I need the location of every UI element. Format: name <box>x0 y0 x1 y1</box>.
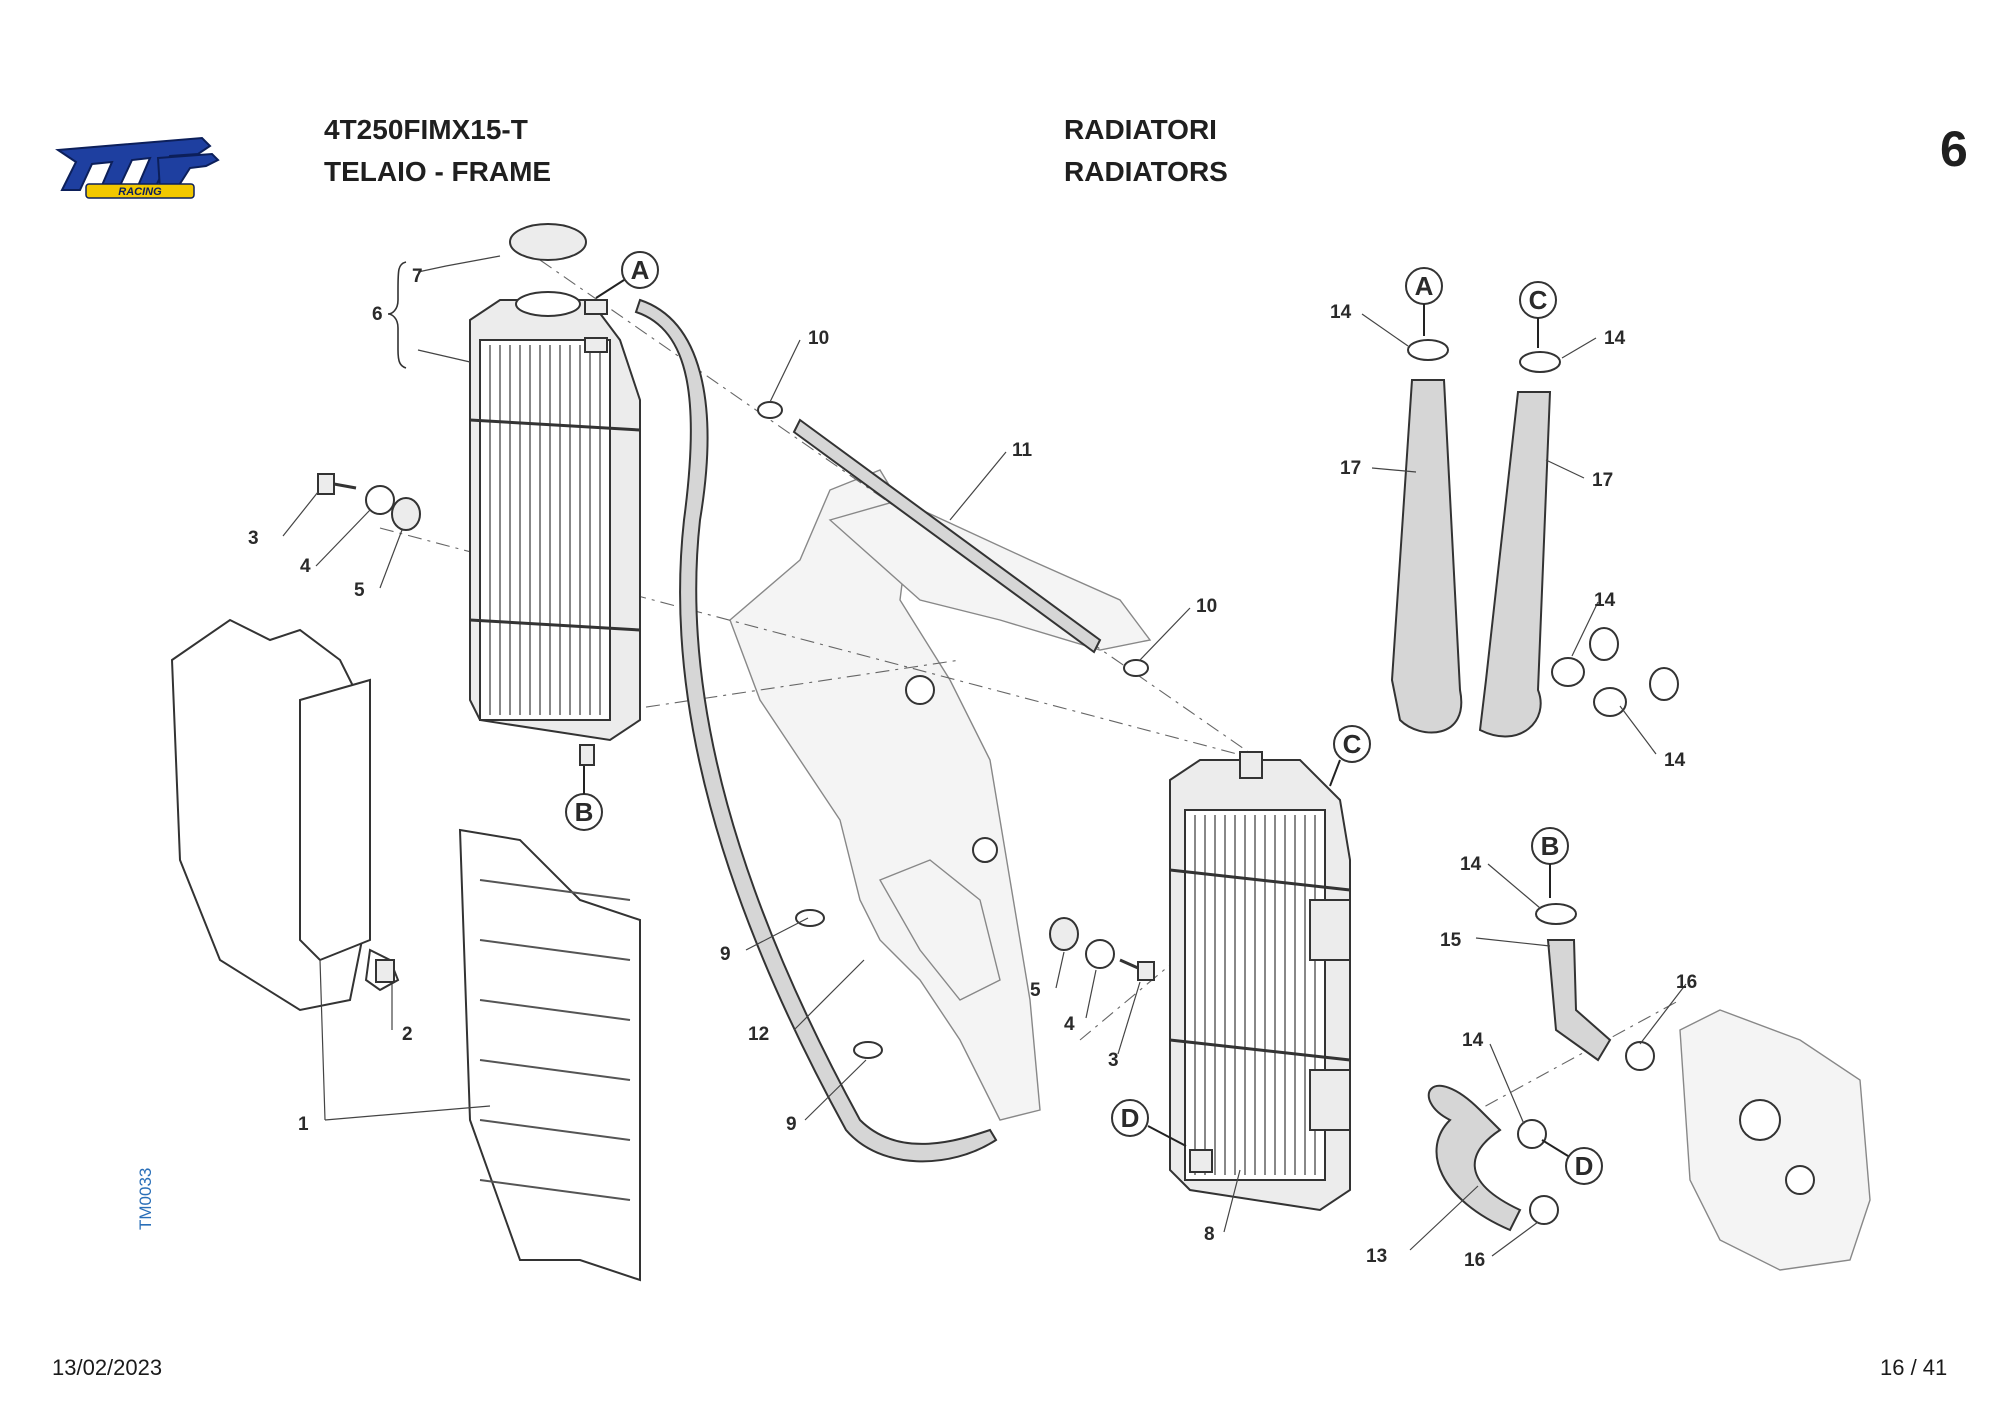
section-title: TELAIO - FRAME <box>324 156 552 187</box>
connector-A-left: A <box>595 251 659 299</box>
callout-14-a: 14 <box>1330 302 1352 323</box>
svg-text:D: D <box>1121 1103 1140 1133</box>
group-title-english: RADIATORS <box>1064 156 1228 187</box>
callout-17-left: 17 <box>1340 458 1361 479</box>
callout-14-b: 14 <box>1460 854 1482 875</box>
connector-B-left: B <box>565 766 603 831</box>
callout-14-upper: 14 <box>1594 590 1616 611</box>
model-code: 4T250FIMX15-T <box>324 114 528 145</box>
svg-text:C: C <box>1343 729 1362 759</box>
right-radiator <box>1169 751 1351 1212</box>
page-number: 6 <box>1940 121 1968 177</box>
radiator-shroud <box>170 618 641 1282</box>
callout-9-top: 9 <box>720 944 731 965</box>
connector-C-right: C <box>1329 725 1371 787</box>
fasteners <box>317 473 1679 983</box>
callout-1: 1 <box>298 1114 309 1135</box>
svg-text:RACING: RACING <box>118 186 162 198</box>
svg-text:A: A <box>1415 271 1434 301</box>
callout-3-right: 3 <box>1108 1050 1119 1071</box>
callout-11: 11 <box>1012 440 1033 461</box>
callout-labels: 7 6 1 2 3 4 5 9 12 9 10 11 10 5 4 3 8 14… <box>248 266 1697 1271</box>
svg-text:A: A <box>631 255 650 285</box>
callout-14-c: 14 <box>1604 328 1626 349</box>
tm-racing-logo: RACING <box>55 136 220 199</box>
callout-5-left: 5 <box>354 580 365 601</box>
connector-C-hose: C <box>1519 281 1557 348</box>
callout-8: 8 <box>1204 1224 1215 1245</box>
callout-4-left: 4 <box>300 556 311 577</box>
svg-text:D: D <box>1575 1151 1594 1181</box>
hose-clamps <box>757 339 1655 1225</box>
left-radiator <box>469 223 641 766</box>
callout-17-right: 17 <box>1592 470 1613 491</box>
svg-text:B: B <box>1541 831 1560 861</box>
callout-15: 15 <box>1440 930 1462 951</box>
footer-page-count: 16 / 41 <box>1880 1355 1948 1380</box>
connector-A-hose: A <box>1405 267 1443 336</box>
callout-12: 12 <box>748 1024 769 1045</box>
callout-5-right: 5 <box>1030 980 1041 1001</box>
callout-16-bottom: 16 <box>1464 1250 1485 1271</box>
callout-14-lower: 14 <box>1664 750 1686 771</box>
footer-date: 13/02/2023 <box>52 1355 163 1380</box>
svg-text:B: B <box>575 797 594 827</box>
callout-16-top: 16 <box>1676 972 1697 993</box>
callout-2: 2 <box>402 1024 413 1045</box>
callout-14-d: 14 <box>1462 1030 1484 1051</box>
svg-text:C: C <box>1529 285 1548 315</box>
connector-D-hose: D <box>1541 1139 1603 1185</box>
callout-10-top: 10 <box>808 328 829 349</box>
group-title-italian: RADIATORI <box>1064 114 1217 145</box>
callout-10-right: 10 <box>1196 596 1217 617</box>
callout-13: 13 <box>1366 1246 1387 1267</box>
connector-D-right: D <box>1111 1099 1187 1147</box>
connector-B-hose: B <box>1531 827 1569 898</box>
callout-4-right: 4 <box>1064 1014 1075 1035</box>
callout-9-bottom: 9 <box>786 1114 797 1135</box>
drawing-code: TM0033 <box>136 1167 155 1230</box>
callout-3-left: 3 <box>248 528 259 549</box>
callout-7: 7 <box>412 266 423 287</box>
engine-fragment <box>1679 1009 1871 1271</box>
callout-6: 6 <box>372 304 383 325</box>
